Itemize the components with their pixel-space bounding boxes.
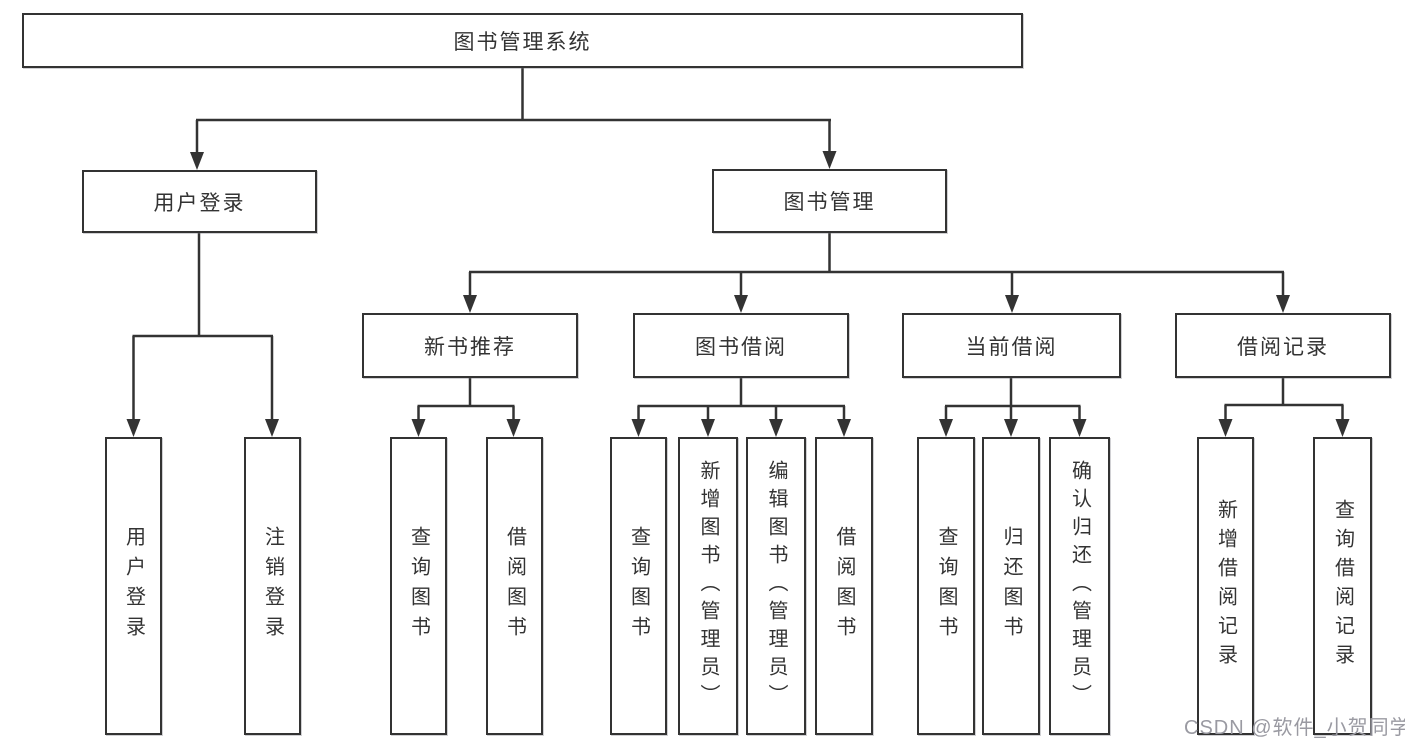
leaf-borrow-books: 借阅图书 (815, 437, 873, 735)
leaf-query-books-current: 查询图书 (917, 437, 975, 735)
connector-borrowrecord-to-leaves (1224, 378, 1344, 424)
arrowhead (701, 419, 715, 437)
connector-userlogin-to-leaves (132, 233, 274, 424)
arrowhead (126, 419, 141, 437)
arrowhead (1218, 419, 1233, 437)
arrowhead (769, 419, 783, 437)
arrowhead (837, 419, 851, 437)
leaf-borrow-books-recommend: 借阅图书 (486, 437, 543, 735)
leaf-logout: 注销登录 (244, 437, 301, 735)
arrowhead (1276, 295, 1290, 313)
arrowhead (1004, 419, 1018, 437)
arrowhead (1335, 419, 1350, 437)
connector-root-to-level1 (195, 68, 831, 158)
leaf-confirm-return-admin: 确认归还（管理员） (1049, 437, 1110, 735)
leaf-add-books-admin: 新增图书（管理员） (678, 437, 738, 735)
node-book-management: 图书管理 (712, 169, 947, 233)
leaf-edit-books-admin: 编辑图书（管理员） (746, 437, 806, 735)
arrowhead (506, 419, 521, 437)
leaf-user-login: 用户登录 (105, 437, 162, 735)
node-new-book-recommend: 新书推荐 (362, 313, 578, 378)
arrowhead (190, 152, 204, 170)
leaf-query-books-recommend: 查询图书 (390, 437, 447, 735)
arrowhead (734, 295, 748, 313)
arrowhead (631, 419, 646, 437)
connector-currentborrow-to-leaves (944, 378, 1081, 424)
node-user-login: 用户登录 (82, 170, 317, 233)
leaf-query-books-borrow: 查询图书 (610, 437, 667, 735)
csdn-watermark: CSDN @软件_小贺同学 (1184, 717, 1405, 739)
arrowhead (463, 295, 477, 313)
leaf-query-borrow-record: 查询借阅记录 (1313, 437, 1372, 735)
node-borrow-records: 借阅记录 (1175, 313, 1391, 378)
connector-bookmgmt-to-level2 (468, 233, 1285, 300)
arrowhead (822, 151, 837, 169)
arrowhead (411, 419, 426, 437)
connector-bookborrow-to-leaves (637, 378, 846, 424)
arrowhead (939, 419, 953, 437)
leaf-add-borrow-record: 新增借阅记录 (1197, 437, 1254, 735)
node-root-system: 图书管理系统 (22, 13, 1023, 68)
leaf-return-books: 归还图书 (982, 437, 1040, 735)
arrowhead (265, 419, 279, 437)
arrowhead (1005, 295, 1019, 313)
node-book-borrow: 图书借阅 (633, 313, 849, 378)
arrowhead (1072, 419, 1087, 437)
connector-newbook-to-leaves (417, 378, 515, 424)
node-current-borrow: 当前借阅 (902, 313, 1121, 378)
